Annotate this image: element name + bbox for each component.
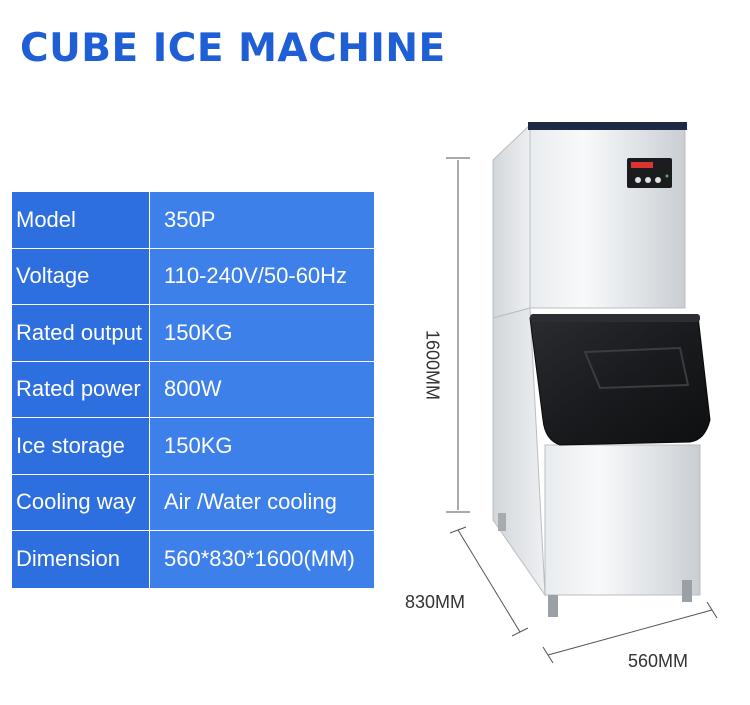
width-dimension-label: 560MM bbox=[628, 651, 689, 671]
foot-front-left bbox=[548, 595, 558, 617]
spec-row-rated-output: Rated output 150KG bbox=[12, 305, 374, 362]
spec-label: Voltage bbox=[12, 248, 150, 304]
height-dimension-label: 1600MM bbox=[422, 329, 443, 401]
spec-value: 350P bbox=[150, 192, 374, 248]
spec-value: 150KG bbox=[150, 418, 374, 474]
spec-label: Cooling way bbox=[12, 474, 150, 530]
depth-dimension-label: 830MM bbox=[405, 592, 466, 612]
lower-body-front bbox=[544, 444, 701, 596]
width-dimension-line bbox=[542, 601, 718, 664]
spec-row-rated-power: Rated power 800W bbox=[12, 361, 374, 418]
foot-back-left bbox=[498, 513, 506, 531]
spec-row-dimension: Dimension 560*830*1600(MM) bbox=[12, 531, 374, 588]
spec-value: 150KG bbox=[150, 305, 374, 361]
spec-value: 110-240V/50-60Hz bbox=[150, 248, 374, 304]
spec-value: Air /Water cooling bbox=[150, 474, 374, 530]
spec-value: 800W bbox=[150, 361, 374, 417]
spec-value: 560*830*1600(MM) bbox=[150, 531, 374, 588]
page-title: CUBE ICE MACHINE bbox=[20, 26, 446, 71]
spec-label: Ice storage bbox=[12, 418, 150, 474]
foot-front-right bbox=[682, 580, 692, 602]
spec-label: Model bbox=[12, 192, 150, 248]
spec-label: Rated power bbox=[12, 361, 150, 417]
upper-body-side bbox=[492, 123, 531, 319]
upper-body-front bbox=[529, 124, 686, 309]
depth-dimension-line bbox=[449, 526, 529, 637]
bin-handle bbox=[530, 314, 700, 322]
bin-door-contour bbox=[583, 346, 690, 390]
spec-label: Dimension bbox=[12, 531, 150, 588]
spec-row-cooling-way: Cooling way Air /Water cooling bbox=[12, 474, 374, 531]
control-panel bbox=[627, 158, 672, 188]
height-dimension-line bbox=[446, 157, 470, 513]
storage-bin-door bbox=[529, 315, 711, 446]
spec-table: Model 350P Voltage 110-240V/50-60Hz Rate… bbox=[12, 192, 374, 588]
spec-row-voltage: Voltage 110-240V/50-60Hz bbox=[12, 248, 374, 305]
spec-row-model: Model 350P bbox=[12, 192, 374, 249]
spec-row-ice-storage: Ice storage 150KG bbox=[12, 418, 374, 475]
spec-label: Rated output bbox=[12, 305, 150, 361]
top-cap bbox=[528, 122, 687, 130]
